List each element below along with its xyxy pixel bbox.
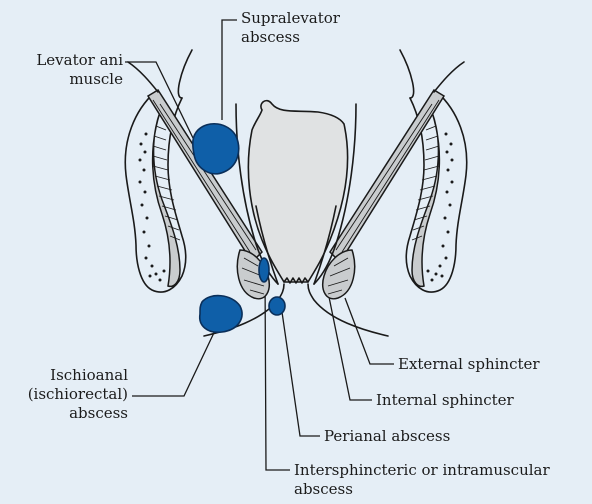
label-ischio-line1: Ischioanal (4, 366, 128, 385)
label-perianal: Perianal abscess (324, 427, 450, 446)
label-supralevator: Supralevator abscess (241, 9, 340, 47)
right-external-sphincter (323, 250, 355, 299)
supralevator-abscess (193, 124, 239, 174)
leader-ischioanal (132, 320, 220, 396)
intersphincteric-abscess (259, 258, 269, 282)
label-levator-ani: Levator ani muscle (10, 51, 123, 89)
label-supralevator-line1: Supralevator (241, 9, 340, 28)
label-levator-line1: Levator ani (10, 51, 123, 70)
leader-lines (125, 20, 394, 470)
label-ischio-line2: (ischiorectal) (4, 385, 128, 404)
leader-internal-sphincter (328, 292, 372, 400)
right-levator-ani (330, 50, 464, 262)
ischioanal-abscess (200, 296, 242, 333)
label-supralevator-line2: abscess (241, 28, 340, 47)
perianal-abscess (269, 297, 285, 315)
leader-perianal (282, 312, 320, 436)
label-ischio-line3: abscess (4, 404, 128, 423)
label-intersphincteric: Intersphincteric or intramuscular absces… (294, 461, 550, 499)
label-ischioanal: Ischioanal (ischiorectal) abscess (4, 366, 128, 423)
label-intersphincteric-line2: abscess (294, 480, 550, 499)
label-internal-sphincter: Internal sphincter (376, 391, 514, 410)
label-intersphincteric-line1: Intersphincteric or intramuscular (294, 461, 550, 480)
label-levator-line2: muscle (10, 70, 123, 89)
leader-supralevator (222, 20, 237, 120)
label-external-sphincter: External sphincter (398, 355, 540, 374)
